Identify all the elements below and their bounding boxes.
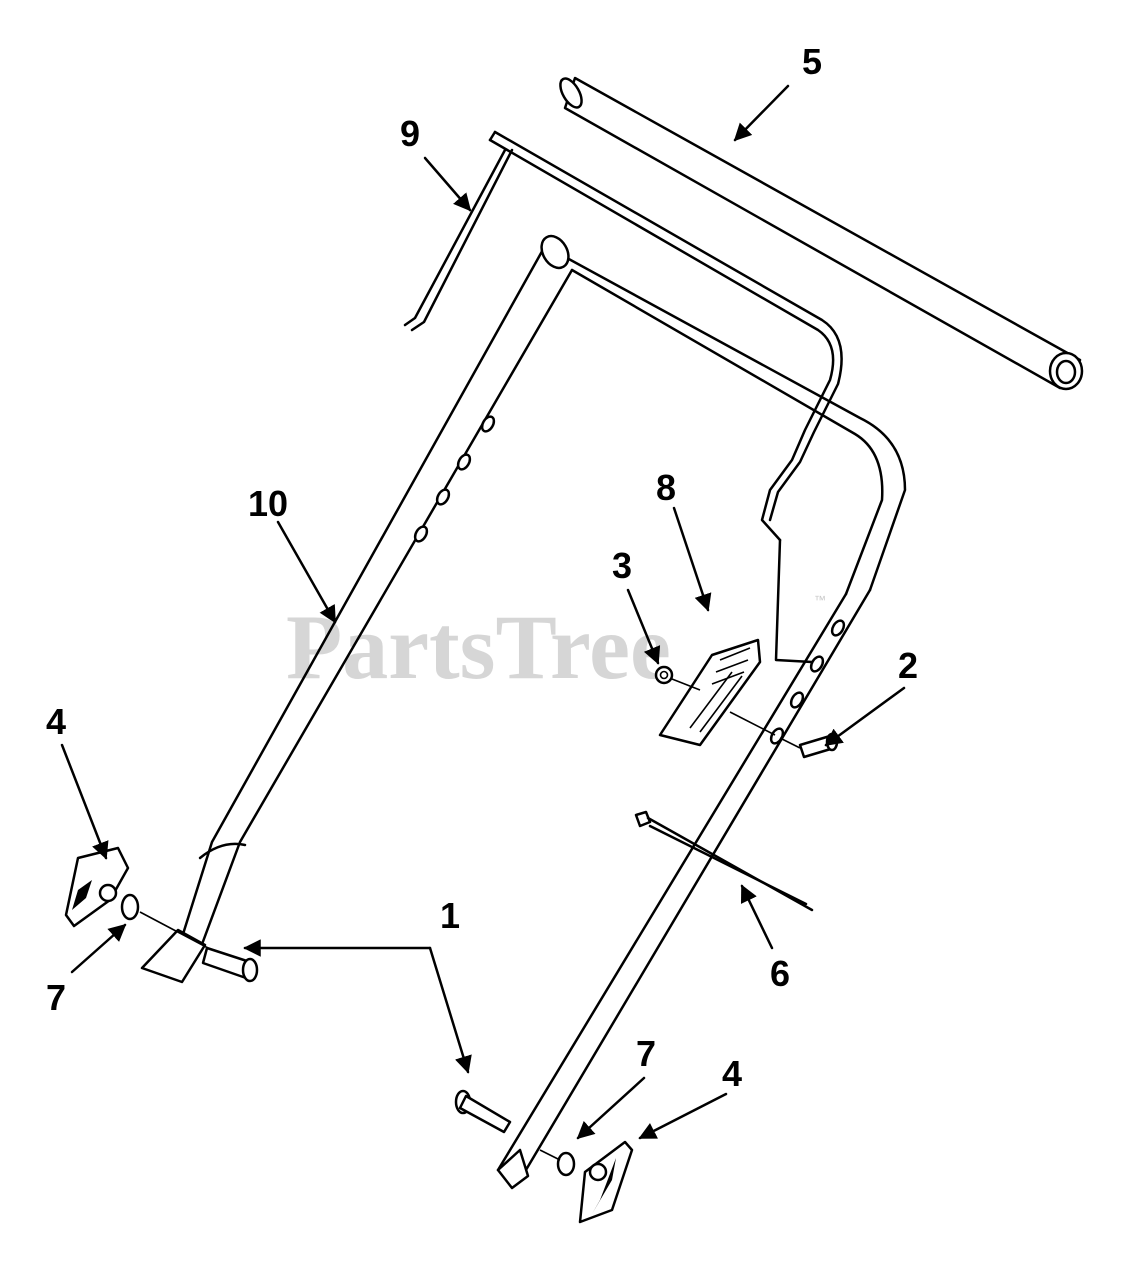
callout-10: 10 xyxy=(248,483,288,524)
part-8-cable-guide xyxy=(658,638,776,747)
part-5-cross-tube xyxy=(559,76,1084,391)
part-7-washer-left xyxy=(120,893,209,949)
watermark-trademark: ™ xyxy=(814,593,826,607)
watermark-text: PartsTree xyxy=(286,596,671,698)
part-2-bolt xyxy=(779,732,839,759)
arrow-8 xyxy=(672,506,712,612)
part-6-cable-tie xyxy=(634,810,814,912)
leader-arrows xyxy=(60,84,906,1140)
arrow-7-left xyxy=(70,923,127,974)
callout-7-right: 7 xyxy=(636,1033,656,1074)
part-10-upper-handle xyxy=(140,234,907,1190)
part-4-knob-left xyxy=(64,846,130,928)
callout-2: 2 xyxy=(898,645,918,686)
arrow-2 xyxy=(824,686,906,747)
arrow-5 xyxy=(733,84,790,142)
arrow-1-right xyxy=(428,946,472,1074)
part-4-knob-right xyxy=(578,1140,634,1224)
part-9-control-bail xyxy=(403,130,843,664)
part-3-nut xyxy=(654,665,701,691)
part-1-bolt-right xyxy=(454,1089,512,1134)
callout-4-right: 4 xyxy=(722,1053,742,1094)
callout-6: 6 xyxy=(770,953,790,994)
arrow-6 xyxy=(740,884,774,950)
callout-1: 1 xyxy=(440,895,460,936)
arrow-7-right xyxy=(576,1076,646,1140)
watermark: PartsTree ™ xyxy=(286,593,826,698)
callout-7-left: 7 xyxy=(46,977,66,1018)
callout-3: 3 xyxy=(612,545,632,586)
arrow-3 xyxy=(626,588,661,665)
arrow-9 xyxy=(423,156,472,212)
arrow-4-right xyxy=(638,1092,728,1140)
arrow-10 xyxy=(276,520,337,624)
callout-8: 8 xyxy=(656,467,676,508)
arrow-4-left xyxy=(60,743,109,860)
part-1-bolt-left xyxy=(201,946,259,983)
callout-5: 5 xyxy=(802,41,822,82)
callout-labels: 5 9 10 8 3 2 4 7 1 6 7 4 xyxy=(46,41,918,1094)
callout-9: 9 xyxy=(400,113,420,154)
callout-4-left: 4 xyxy=(46,701,66,742)
part-7-washer-right xyxy=(539,1149,576,1177)
